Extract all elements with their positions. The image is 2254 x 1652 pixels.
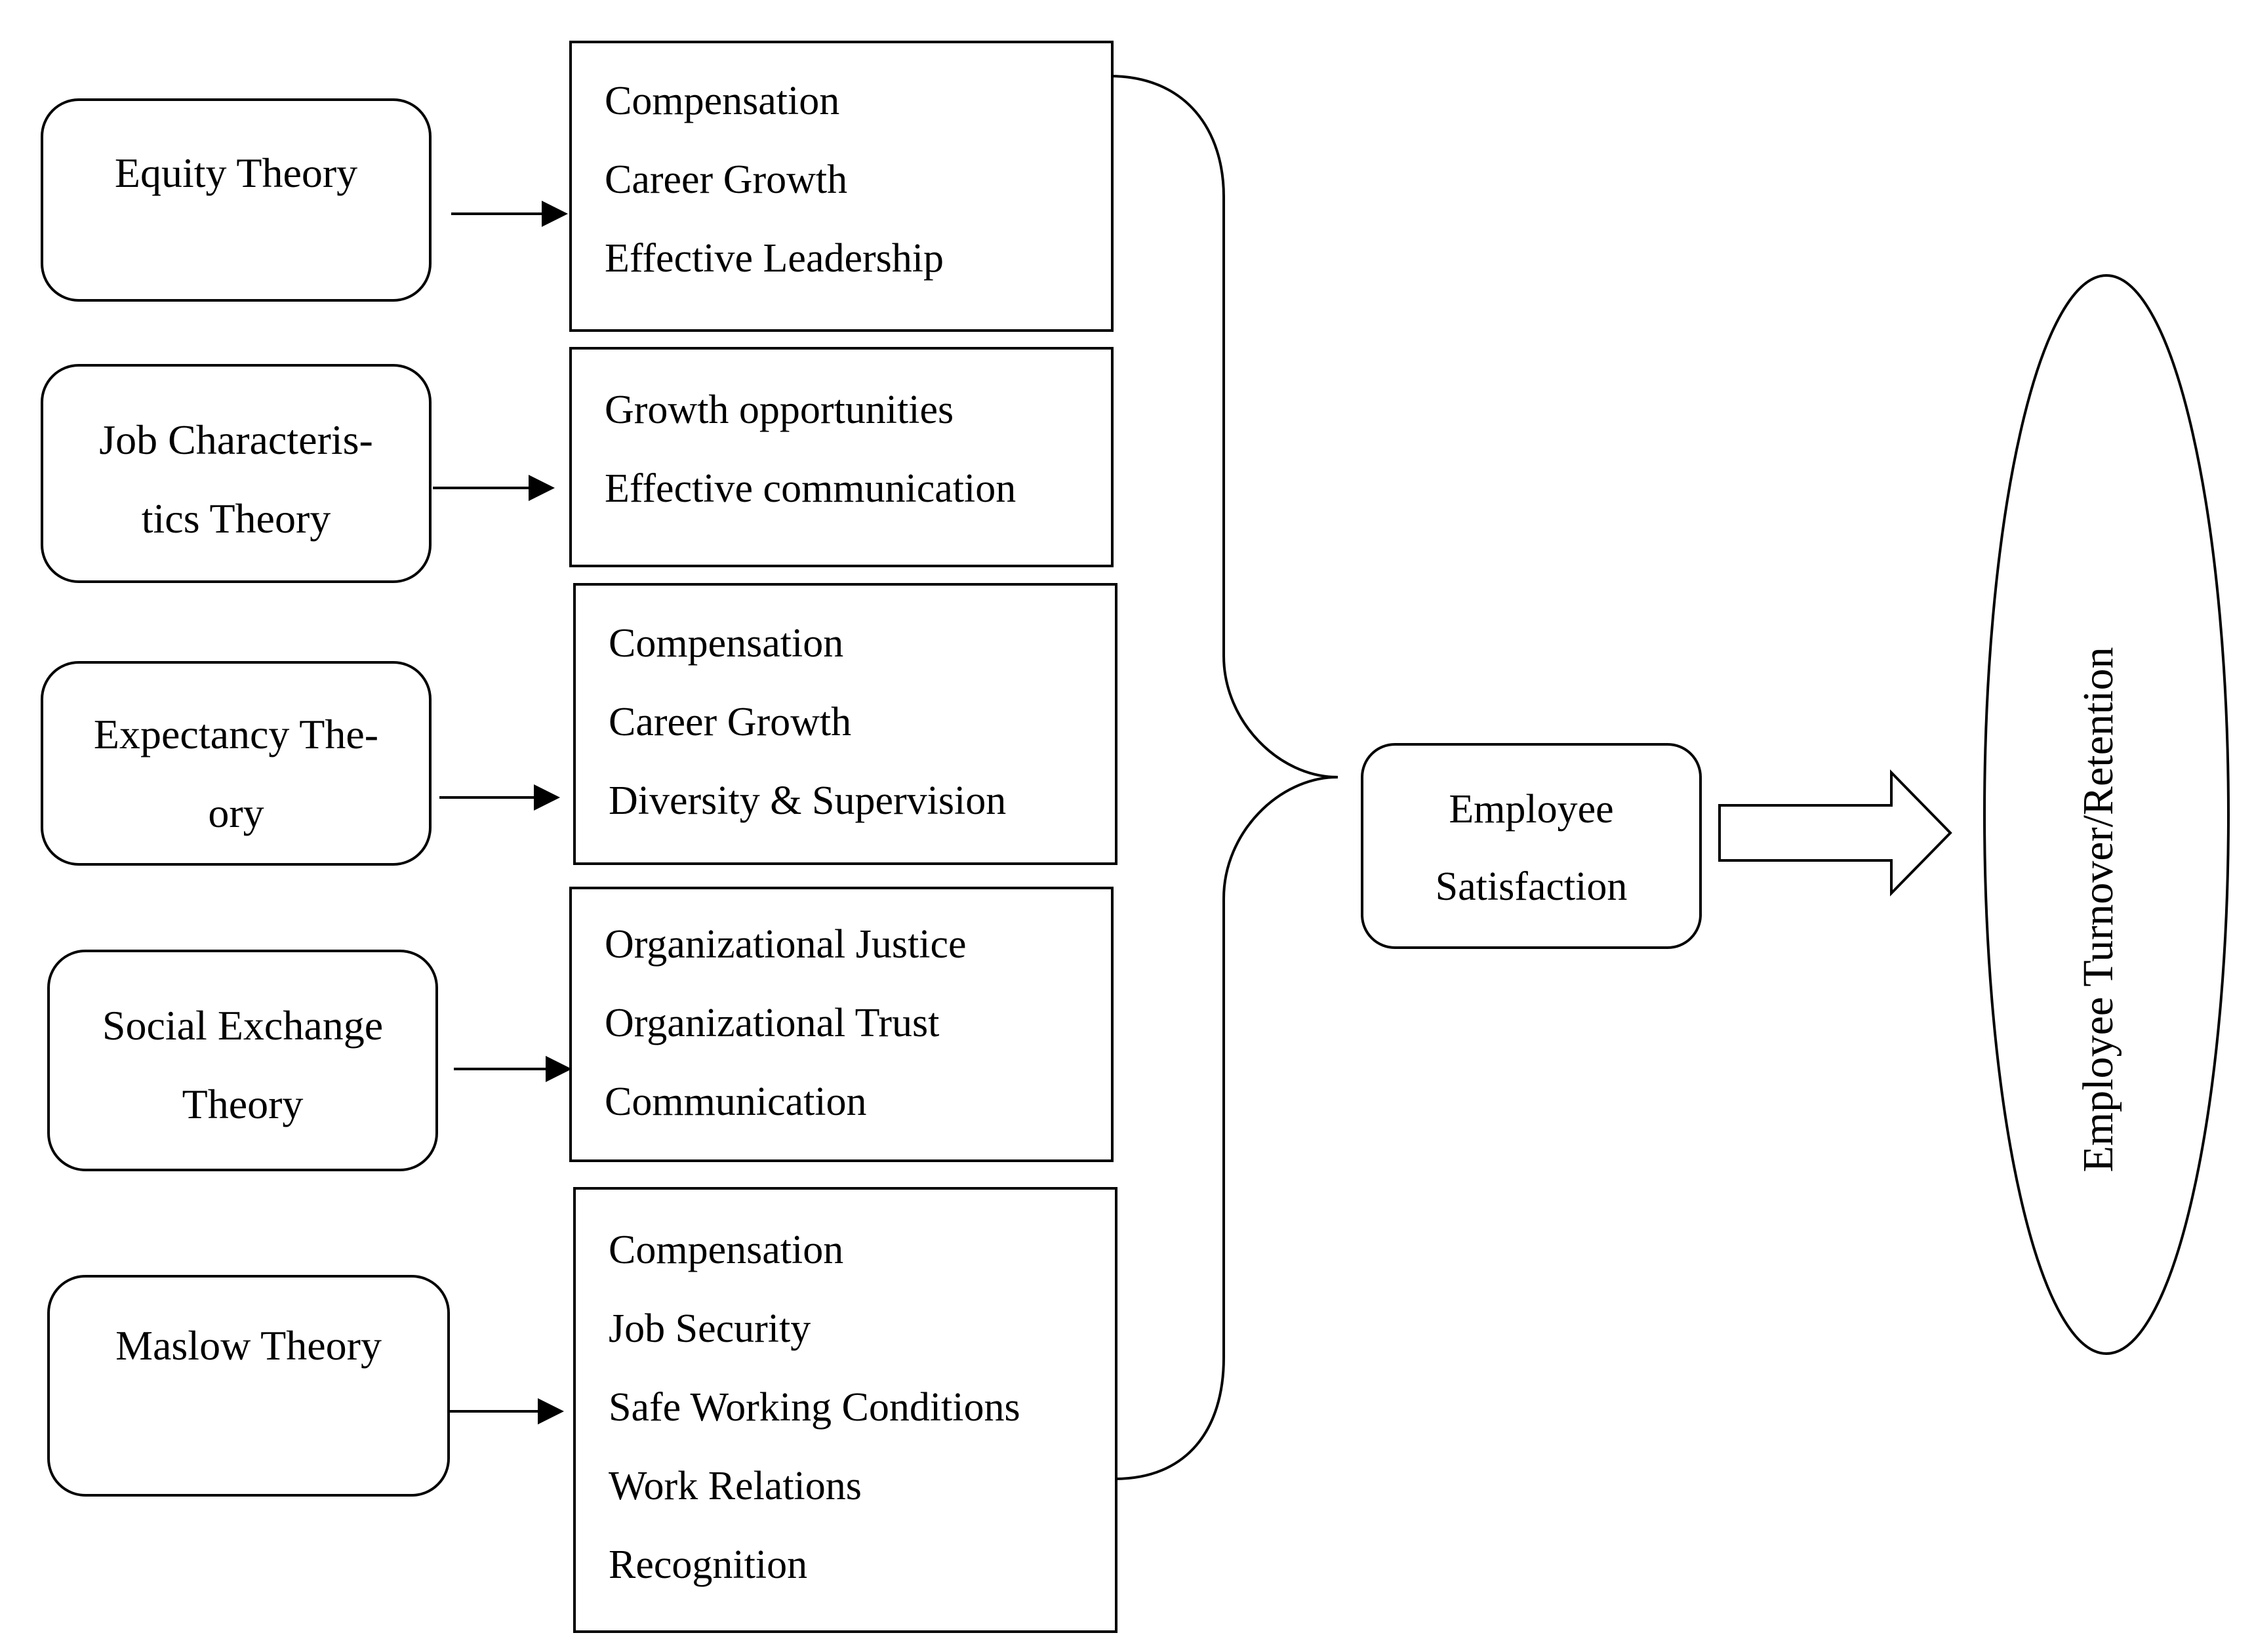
theory-line: Maslow Theory: [115, 1322, 382, 1369]
factor-item: Safe Working Conditions: [609, 1385, 1020, 1430]
factor-box-5: Compensation Job Security Safe Working C…: [573, 1187, 1117, 1633]
factor-item: Growth opportunities: [605, 388, 954, 432]
theory-line: Equity Theory: [114, 150, 358, 196]
theory-label-job-characteristics: Job Characteris- tics Theory: [43, 367, 429, 580]
theory-line: ory: [208, 790, 264, 836]
outcome-label: Employee Turnover/Retention: [2074, 647, 2122, 1173]
employee-satisfaction-box: Employee Satisfaction: [1361, 743, 1702, 949]
factor-box-2: Growth opportunities Effective communica…: [569, 347, 1114, 567]
factor-list-5: Compensation Job Security Safe Working C…: [576, 1190, 1115, 1604]
theory-box-maslow: Maslow Theory: [47, 1275, 450, 1497]
theory-line: Expectancy The-: [93, 711, 379, 757]
factor-item: Career Growth: [609, 700, 852, 744]
theory-line: Theory: [182, 1081, 304, 1127]
factor-item: Communication: [605, 1079, 867, 1124]
theory-label-social-exchange: Social Exchange Theory: [50, 952, 435, 1169]
block-arrow: [1718, 769, 1952, 897]
theory-line: Social Exchange: [102, 1002, 384, 1049]
factor-item: Work Relations: [609, 1464, 862, 1508]
employee-satisfaction-label: Employee Satisfaction: [1363, 746, 1699, 925]
factor-list-1: Compensation Career Growth Effective Lea…: [572, 43, 1111, 298]
factor-item: Recognition: [609, 1542, 808, 1587]
theory-box-social-exchange: Social Exchange Theory: [47, 950, 438, 1171]
theory-label-equity: Equity Theory: [43, 101, 429, 299]
factor-item: Effective communication: [605, 466, 1016, 511]
factor-list-4: Organizational Justice Organizational Tr…: [572, 889, 1111, 1141]
factor-list-3: Compensation Career Growth Diversity & S…: [576, 586, 1115, 840]
factor-item: Organizational Trust: [605, 1001, 940, 1045]
theory-line: tics Theory: [141, 495, 331, 542]
grouping-brace: [1109, 75, 1338, 1480]
factor-list-2: Growth opportunities Effective communica…: [572, 350, 1111, 528]
theory-box-job-characteristics: Job Characteris- tics Theory: [41, 364, 432, 583]
factor-item: Compensation: [609, 621, 844, 666]
theory-line: Job Characteris-: [99, 416, 373, 463]
factor-item: Career Growth: [605, 157, 848, 202]
theory-box-expectancy: Expectancy The- ory: [41, 661, 432, 866]
satisfaction-line-2: Satisfaction: [1435, 864, 1628, 909]
factor-item: Diversity & Supervision: [609, 778, 1007, 823]
theory-box-equity: Equity Theory: [41, 98, 432, 302]
factor-box-3: Compensation Career Growth Diversity & S…: [573, 583, 1117, 865]
factor-item: Effective Leadership: [605, 236, 944, 281]
theory-label-expectancy: Expectancy The- ory: [43, 664, 429, 863]
factor-item: Compensation: [605, 79, 840, 123]
theory-label-maslow: Maslow Theory: [50, 1278, 447, 1494]
factor-box-4: Organizational Justice Organizational Tr…: [569, 887, 1114, 1162]
factor-item: Organizational Justice: [605, 922, 967, 967]
satisfaction-line-1: Employee: [1449, 787, 1614, 832]
factor-item: Compensation: [609, 1228, 844, 1272]
outcome-ellipse: [1983, 274, 2230, 1355]
factor-box-1: Compensation Career Growth Effective Lea…: [569, 41, 1114, 332]
factor-item: Job Security: [609, 1306, 811, 1351]
